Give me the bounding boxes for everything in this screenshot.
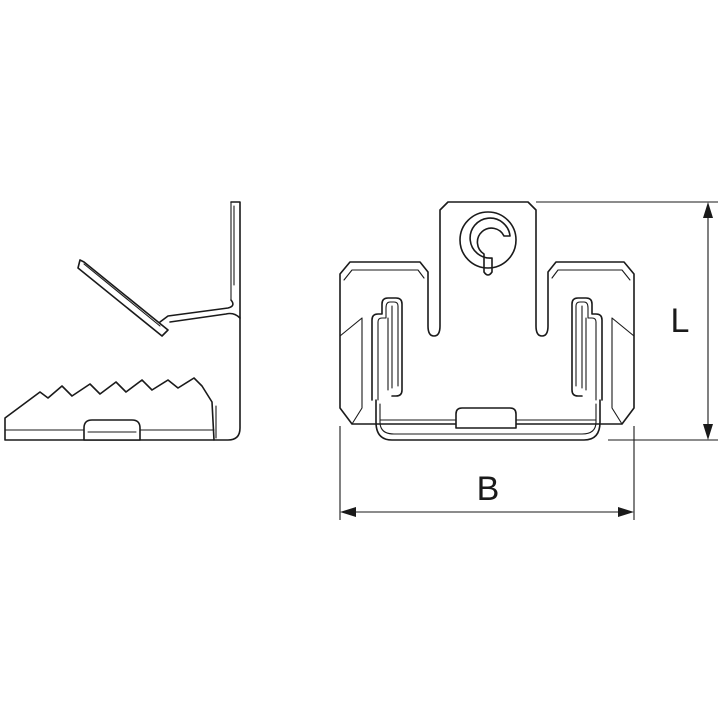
front-view-c-clip [469, 217, 511, 276]
front-view-right-spring [571, 297, 603, 401]
front-view [339, 201, 635, 441]
side-view-serrated-base [4, 377, 215, 441]
dimension-length: L [536, 201, 718, 441]
side-view-tongue [77, 259, 169, 337]
length-arrow-top [703, 202, 713, 218]
front-view-center-tab [455, 407, 517, 429]
length-label: L [671, 302, 690, 340]
width-label: B [477, 470, 500, 508]
length-arrow-bottom [703, 424, 713, 440]
front-view-hole-ring [459, 211, 517, 269]
side-view-slot [83, 419, 141, 441]
width-arrow-right [618, 507, 634, 517]
front-view-base-channel [375, 399, 601, 441]
side-view-spring-arm [159, 299, 234, 323]
width-arrow-left [340, 507, 356, 517]
dimension-width: B [339, 426, 635, 520]
front-view-left-spring [371, 297, 403, 401]
side-view-back-plate [213, 201, 241, 441]
front-view-body [339, 201, 635, 425]
side-view [4, 201, 241, 441]
